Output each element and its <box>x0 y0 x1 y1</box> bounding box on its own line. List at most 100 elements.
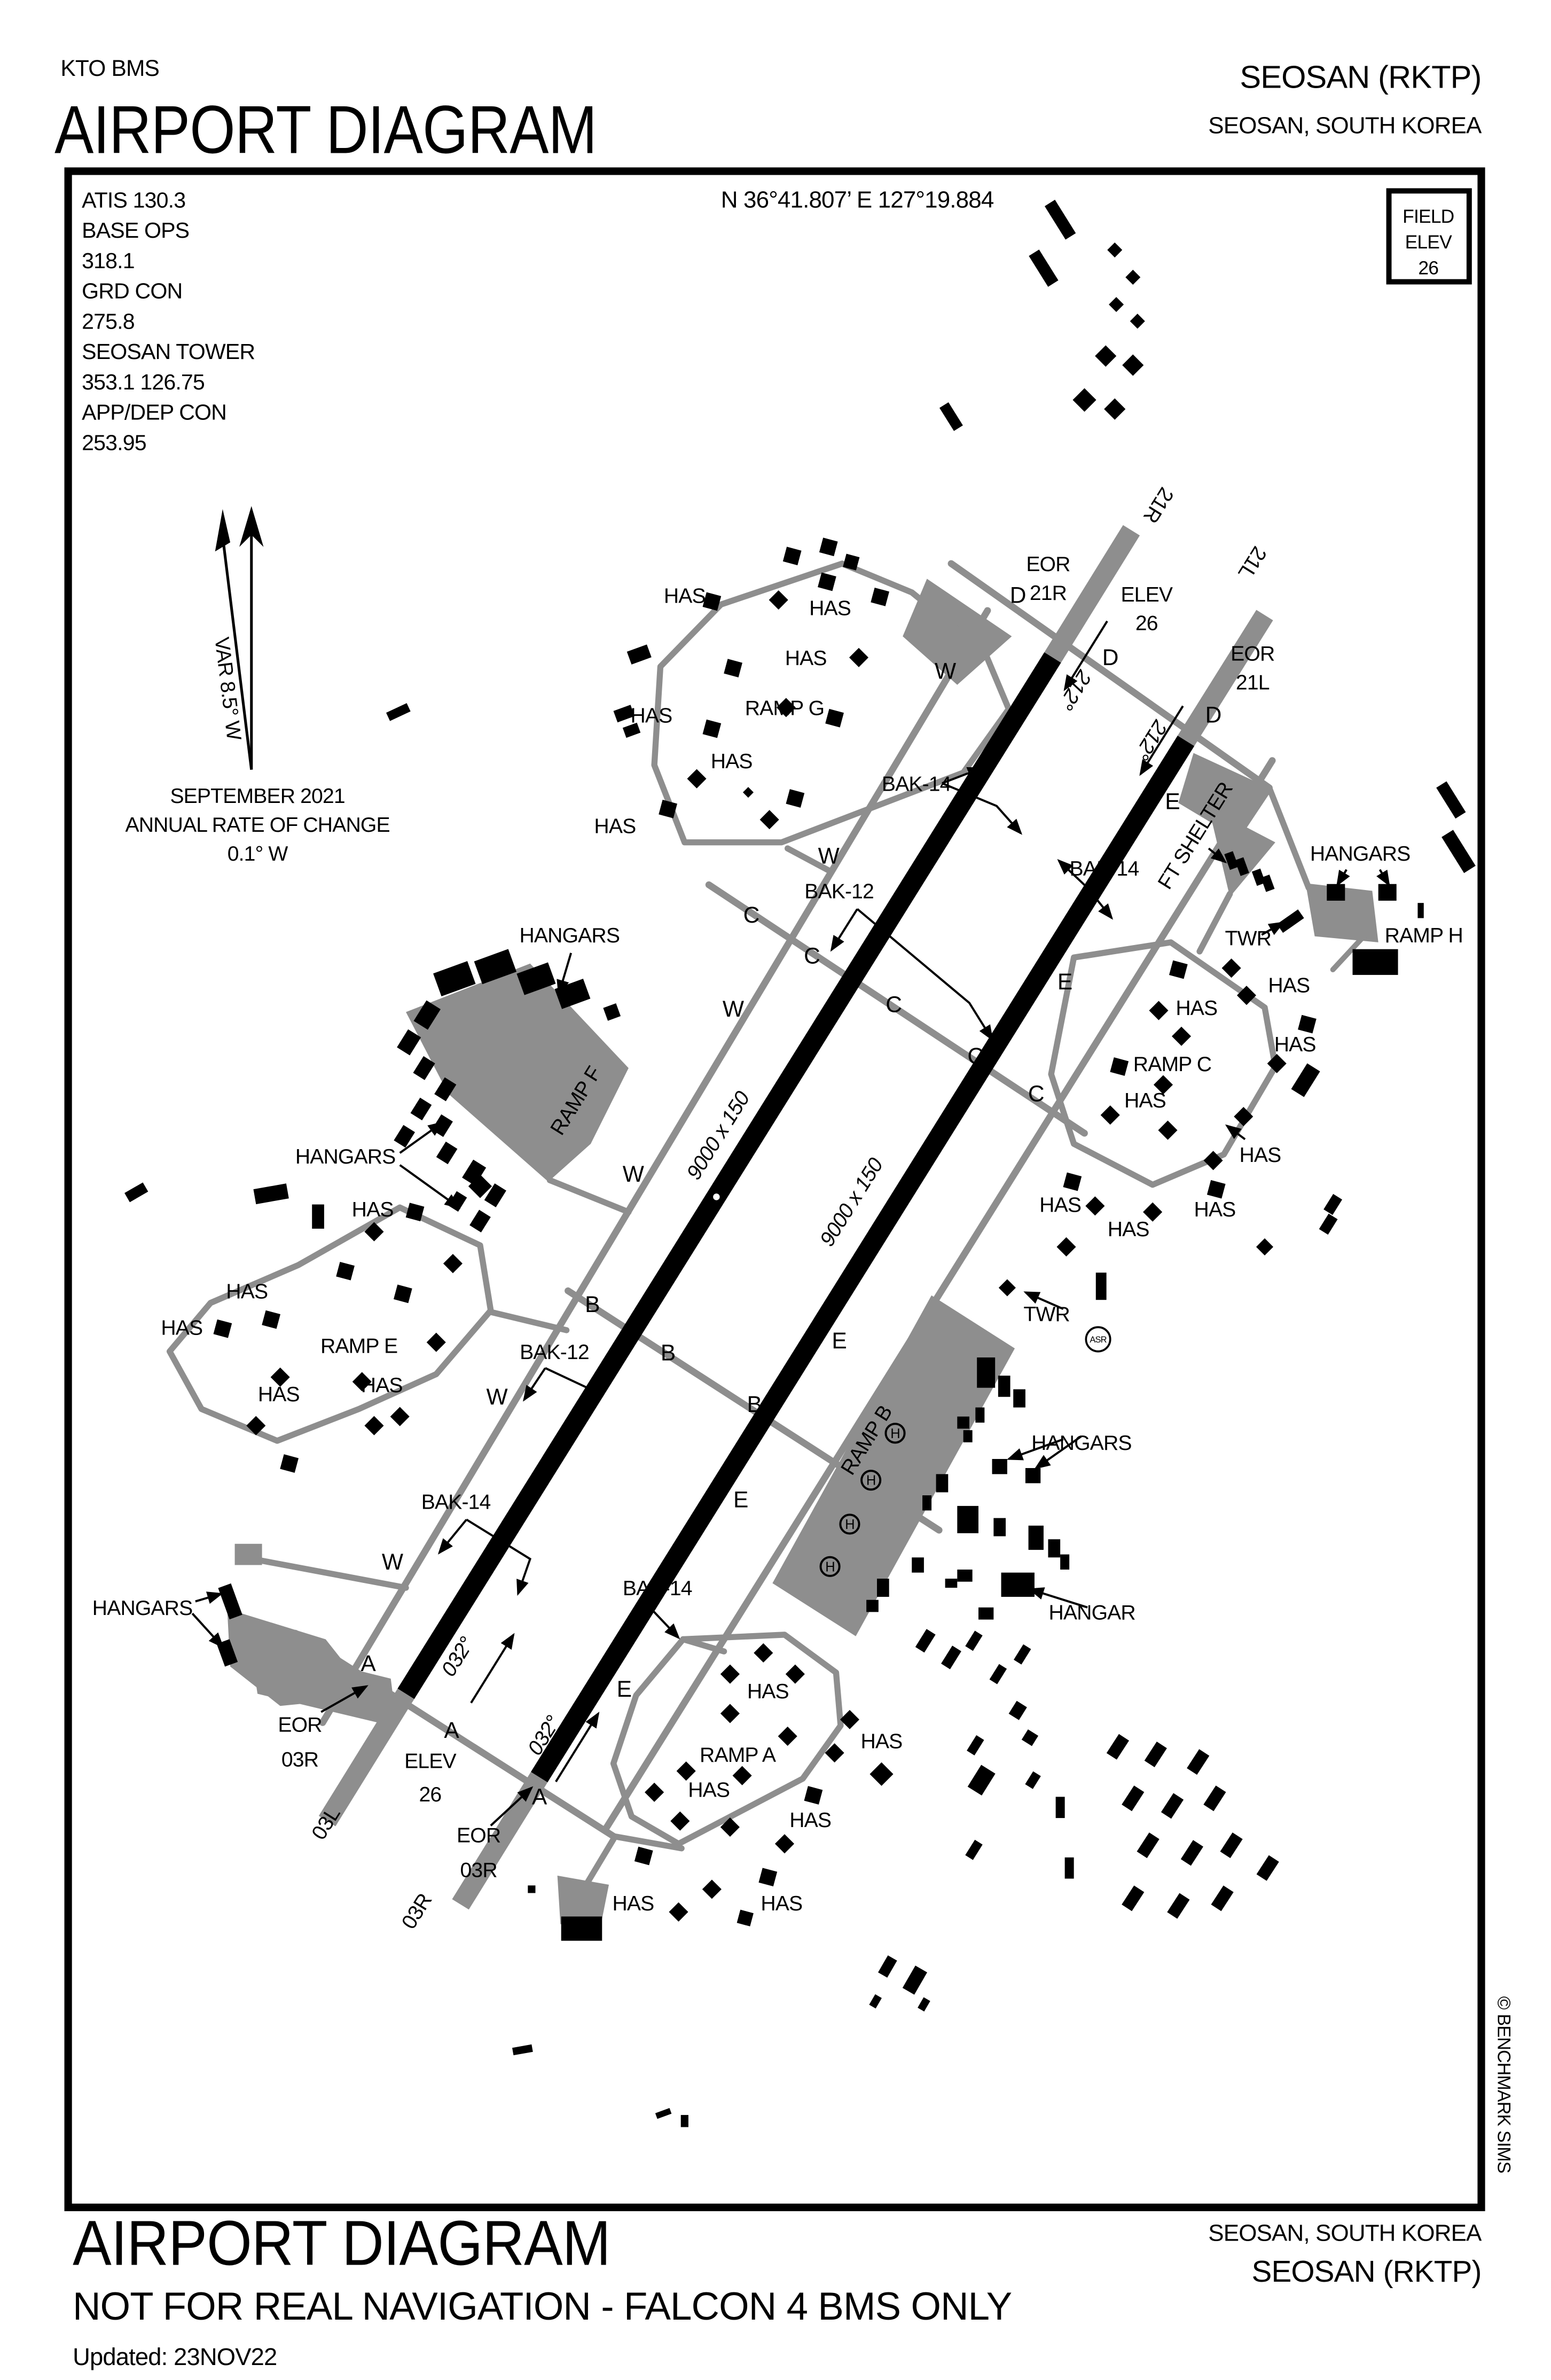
label-bak-12: BAK-12 <box>804 880 874 903</box>
building <box>397 1029 421 1056</box>
annotation-arrow <box>437 1519 467 1555</box>
label-has: HAS <box>1274 1033 1316 1056</box>
building <box>613 705 635 723</box>
building <box>825 708 844 728</box>
label-253-95: 253.95 <box>82 430 146 455</box>
ramp-apron <box>227 1609 371 1706</box>
taxiway <box>1196 891 1233 955</box>
building <box>818 572 836 591</box>
compass-arrowhead <box>239 506 264 547</box>
building <box>724 659 742 677</box>
label-d: D <box>1205 703 1221 728</box>
building <box>977 1357 996 1388</box>
has-shelter <box>849 647 869 667</box>
building <box>1207 1180 1226 1199</box>
building <box>1436 781 1466 819</box>
has-shelter <box>1072 388 1096 412</box>
annotation-arrow <box>1225 1124 1246 1141</box>
building <box>1014 1644 1031 1665</box>
taxiway-loop <box>651 560 1012 846</box>
has-shelter <box>720 1664 740 1684</box>
has-shelter <box>1122 354 1144 376</box>
building <box>1224 851 1239 870</box>
label-bak-14: BAK-14 <box>623 1577 692 1600</box>
building <box>1211 1885 1234 1911</box>
label-eor: EOR <box>1026 553 1070 576</box>
label-has: HAS <box>789 1809 831 1832</box>
building <box>386 703 411 721</box>
building <box>804 1786 823 1805</box>
building <box>957 1505 978 1533</box>
taxiway <box>610 1833 685 1852</box>
building <box>869 1994 882 2009</box>
has-shelter <box>390 1407 410 1426</box>
label-03r: 03R <box>281 1749 318 1772</box>
building <box>516 962 556 995</box>
label-w: W <box>935 658 956 684</box>
annotation-arrow <box>1336 869 1350 887</box>
has-shelter <box>1104 398 1126 420</box>
label-has: HAS <box>1240 1144 1281 1167</box>
building <box>1442 830 1476 873</box>
label-has: HAS <box>352 1198 394 1221</box>
annotation-arrow <box>1086 887 1114 920</box>
has-shelter <box>774 1834 795 1854</box>
label-n-36-41-807-e-127-19-884: N 36°41.807’ E 127°19.884 <box>721 187 994 213</box>
building <box>1095 1273 1107 1300</box>
building <box>1251 868 1266 886</box>
building <box>918 1997 930 2012</box>
helipad-letter: H <box>825 1559 835 1574</box>
label-c: C <box>743 902 759 928</box>
label-atis-130-3: ATIS 130.3 <box>82 188 185 213</box>
annotation-arrow <box>555 1712 600 1783</box>
building <box>876 1579 889 1597</box>
building <box>1122 1885 1145 1911</box>
building <box>922 1495 932 1511</box>
building <box>1235 857 1249 876</box>
building <box>1319 1213 1338 1235</box>
annotation-arrow <box>399 1121 444 1154</box>
label-grd-con: GRD CON <box>82 279 182 303</box>
footer-location: SEOSAN, SOUTH KOREA <box>1208 2220 1482 2246</box>
label-eor: EOR <box>457 1824 500 1847</box>
building-gray <box>234 1543 262 1565</box>
has-shelter <box>759 810 779 830</box>
building <box>262 1310 280 1329</box>
building <box>978 1607 994 1620</box>
label-bak-12: BAK-12 <box>520 1341 589 1364</box>
label-eor: EOR <box>1231 642 1274 665</box>
label-b: B <box>747 1392 762 1417</box>
building <box>1187 1749 1210 1775</box>
building <box>1063 1172 1082 1191</box>
building <box>912 1557 924 1573</box>
has-shelter <box>1125 269 1141 285</box>
has-shelter <box>702 1879 722 1899</box>
header-location: SEOSAN, SOUTH KOREA <box>1208 113 1482 139</box>
building <box>659 800 677 818</box>
building <box>1122 1785 1145 1812</box>
has-shelter <box>998 1279 1016 1297</box>
label-has: HAS <box>612 1892 654 1915</box>
building <box>1167 1893 1190 1919</box>
has-shelter <box>720 1704 740 1723</box>
building <box>622 722 641 738</box>
label-a: A <box>361 1651 376 1676</box>
label-has: HAS <box>594 815 636 838</box>
building <box>213 1319 232 1338</box>
building <box>528 1885 536 1893</box>
label-has: HAS <box>1176 997 1217 1020</box>
label-26: 26 <box>1135 612 1158 635</box>
building <box>393 1284 412 1304</box>
building <box>433 961 476 996</box>
building <box>218 1583 242 1620</box>
has-shelter <box>1234 1107 1254 1127</box>
building <box>989 1664 1007 1684</box>
has-shelter <box>870 1762 894 1786</box>
label-212: 212° <box>1054 666 1096 714</box>
label-has: HAS <box>761 1892 802 1915</box>
has-shelter <box>1153 1075 1173 1095</box>
annotation-arrow <box>650 1608 680 1640</box>
label-september-2021: SEPTEMBER 2021 <box>170 785 344 808</box>
building <box>312 1204 324 1229</box>
